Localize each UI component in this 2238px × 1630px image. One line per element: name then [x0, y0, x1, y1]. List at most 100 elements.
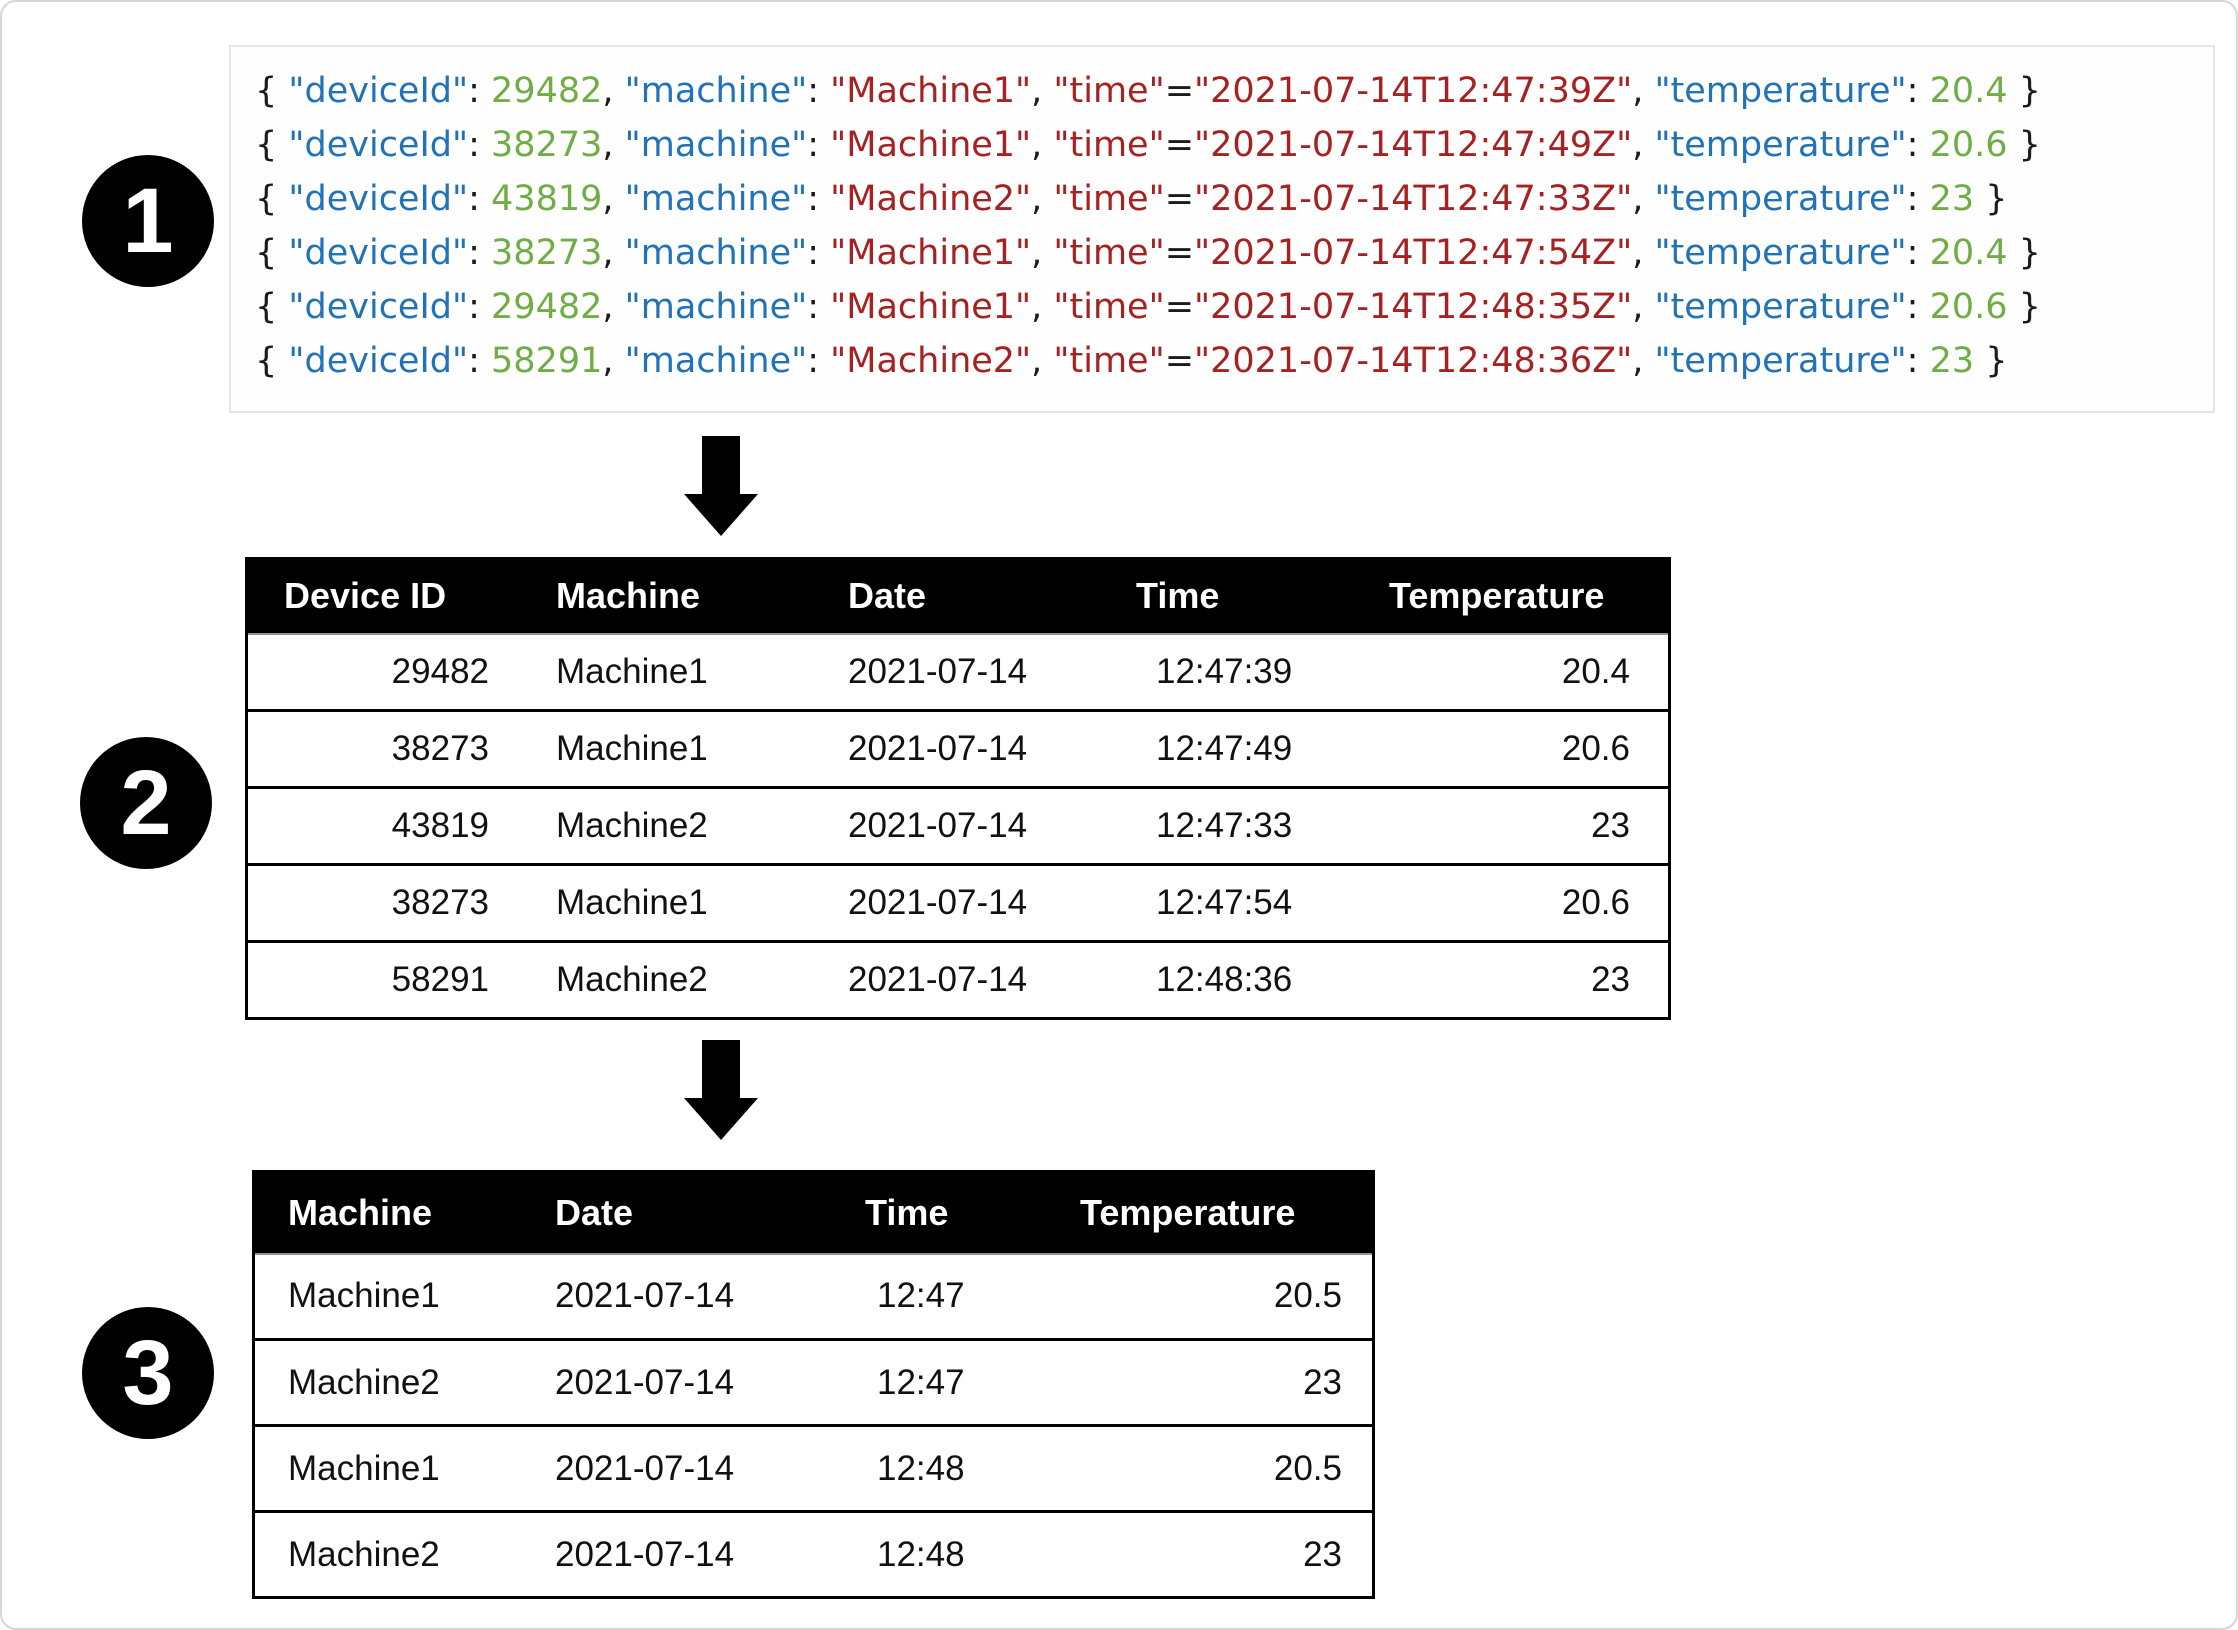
table-cell: 12:47:49 [1113, 710, 1381, 788]
json-token: "machine" [624, 179, 808, 219]
json-token: : [468, 71, 492, 111]
table-cell: 2021-07-14 [821, 787, 1113, 865]
json-token: "time" [1053, 71, 1165, 111]
arrow-head-icon [684, 1098, 758, 1140]
json-token: , [1031, 125, 1054, 165]
json-token: "2021-07-14T12:47:33Z" [1194, 179, 1633, 219]
json-token: "2021-07-14T12:48:36Z" [1194, 341, 1633, 381]
column-header: Time [1113, 558, 1381, 634]
json-token: "temperature" [1654, 71, 1907, 111]
json-token: "Machine1" [830, 287, 1032, 327]
json-token: : [468, 125, 492, 165]
table-cell: Machine2 [499, 787, 821, 865]
step-2-badge: 2 [80, 737, 212, 869]
json-token: = [1164, 71, 1195, 111]
json-line: { "deviceId": 43819, "machine": "Machine… [255, 172, 2213, 226]
step-1-badge: 1 [82, 155, 214, 287]
json-token: = [1164, 233, 1195, 273]
arrow-down-1 [684, 436, 758, 536]
json-token: "machine" [624, 233, 808, 273]
column-header: Machine [499, 558, 821, 634]
json-token: : [468, 179, 492, 219]
json-token: , [1632, 233, 1655, 273]
step-1-number: 1 [122, 170, 174, 272]
json-token: "Machine2" [830, 341, 1032, 381]
json-token: "time" [1053, 179, 1165, 219]
json-token: : [468, 341, 492, 381]
column-header: Date [503, 1171, 815, 1254]
json-token: , [1031, 233, 1054, 273]
table-cell: 2021-07-14 [503, 1511, 815, 1598]
table-cell: 12:47 [815, 1253, 1060, 1340]
json-line: { "deviceId": 58291, "machine": "Machine… [255, 334, 2213, 388]
json-token: 23 [1929, 179, 1975, 219]
step-3-number: 3 [122, 1322, 174, 1424]
table-cell: 58291 [246, 941, 499, 1019]
json-code-block: { "deviceId": 29482, "machine": "Machine… [229, 45, 2215, 413]
json-token: "machine" [624, 287, 808, 327]
table-cell: 43819 [246, 787, 499, 865]
step-2-number: 2 [120, 752, 172, 854]
json-token: : [807, 341, 831, 381]
table-cell: 12:47:39 [1113, 633, 1381, 711]
json-token: 29482 [491, 287, 603, 327]
column-header: Temperature [1381, 558, 1670, 634]
json-token: : [1906, 287, 1930, 327]
json-token: "temperature" [1654, 179, 1907, 219]
json-token: , [1632, 125, 1655, 165]
json-token: } [2007, 233, 2041, 273]
json-token: "time" [1053, 233, 1165, 273]
json-token: = [1164, 125, 1195, 165]
json-token: , [1031, 287, 1054, 327]
json-token: } [1974, 179, 2008, 219]
json-token: "2021-07-14T12:47:54Z" [1194, 233, 1633, 273]
json-token: : [807, 233, 831, 273]
table-cell: 29482 [246, 633, 499, 711]
table-cell: 20.4 [1381, 633, 1670, 711]
table-cell: 2021-07-14 [821, 941, 1113, 1019]
table-cell: 2021-07-14 [503, 1425, 815, 1512]
json-token: = [1164, 341, 1195, 381]
table-cell: 23 [1060, 1511, 1374, 1598]
json-token: "time" [1053, 287, 1165, 327]
json-token: "temperature" [1654, 341, 1907, 381]
json-token: "deviceId" [288, 287, 469, 327]
json-token: , [602, 179, 625, 219]
table-cell: 12:47:54 [1113, 864, 1381, 942]
json-token: { [255, 125, 289, 165]
table-cell: 12:47 [815, 1339, 1060, 1426]
json-token: : [807, 179, 831, 219]
arrow-down-2 [684, 1040, 758, 1140]
table-cell: Machine2 [253, 1339, 503, 1426]
json-token: { [255, 71, 289, 111]
table-cell: 23 [1381, 941, 1670, 1019]
json-token: : [807, 287, 831, 327]
table-cell: 20.5 [1060, 1425, 1374, 1512]
column-header: Machine [253, 1171, 503, 1254]
json-token: : [1906, 341, 1930, 381]
json-token: 43819 [491, 179, 603, 219]
table-cell: 23 [1381, 787, 1670, 865]
json-token: "2021-07-14T12:47:49Z" [1194, 125, 1633, 165]
json-token: "deviceId" [288, 233, 469, 273]
json-token: : [468, 233, 492, 273]
json-token: "temperature" [1654, 233, 1907, 273]
table-cell: 20.6 [1381, 864, 1670, 942]
json-token: "temperature" [1654, 125, 1907, 165]
json-token: "machine" [624, 341, 808, 381]
table-cell: 2021-07-14 [503, 1339, 815, 1426]
table-cell: Machine1 [253, 1425, 503, 1512]
json-token: "time" [1053, 341, 1165, 381]
json-token: "deviceId" [288, 341, 469, 381]
table-cell: Machine2 [499, 941, 821, 1019]
json-token: 38273 [491, 125, 603, 165]
json-token: "deviceId" [288, 179, 469, 219]
json-token: 38273 [491, 233, 603, 273]
